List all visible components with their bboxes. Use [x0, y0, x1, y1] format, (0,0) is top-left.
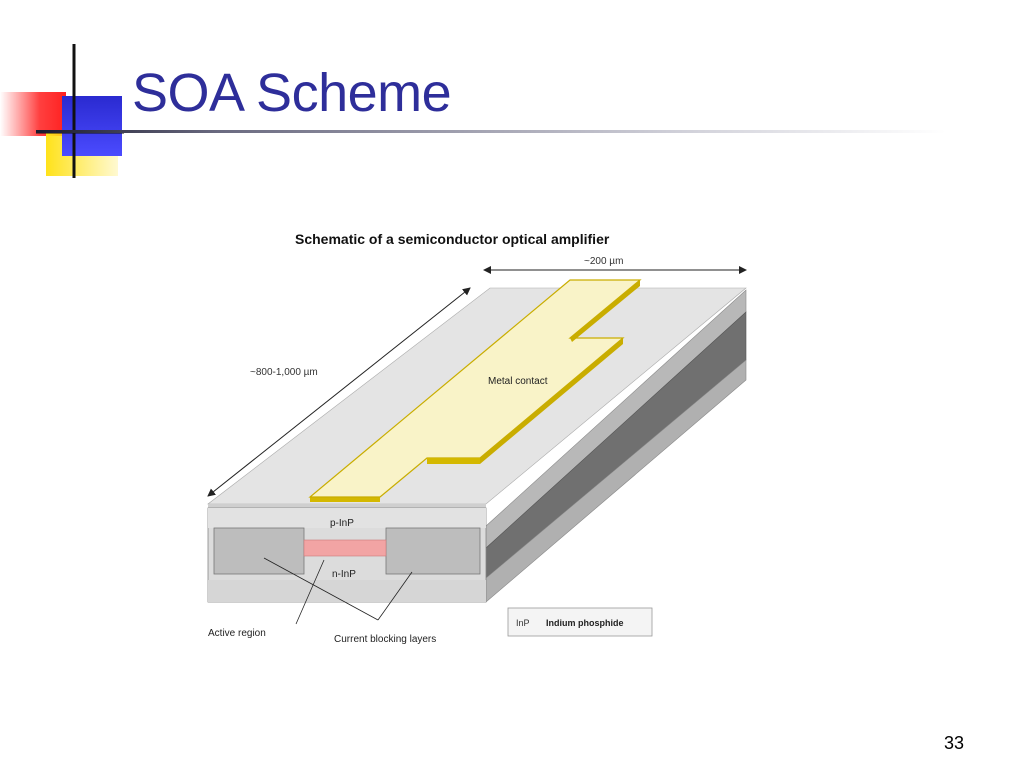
width-dimension-label: ~200 µm: [584, 256, 623, 267]
front-bottom-band: [208, 580, 486, 602]
legend-meaning: Indium phosphide: [546, 618, 624, 628]
figure-caption: Schematic of a semiconductor optical amp…: [295, 231, 610, 247]
blue-square: [62, 96, 122, 156]
blocking-layer-left: [213, 527, 305, 575]
red-square: [0, 92, 66, 136]
page-number: 33: [943, 733, 964, 753]
metal-contact-side-3: [570, 280, 640, 342]
n-inp-label: n-InP: [332, 569, 356, 580]
metal-contact-edge: [310, 497, 380, 502]
active-region: [303, 539, 387, 557]
top-face-edge: [208, 504, 486, 508]
length-dimension-label: ~800-1,000 µm: [250, 367, 318, 378]
active-region-leader: [295, 559, 325, 625]
front-top-band: [208, 508, 486, 528]
blocking-layers-label: Current blocking layers: [334, 634, 436, 645]
title-underline: [36, 130, 946, 133]
legend-abbr: InP: [516, 618, 530, 628]
legend-box: [507, 607, 653, 637]
p-inp-label: p-InP: [330, 518, 354, 529]
metal-contact-side-2: [480, 338, 623, 464]
blocking-leader-left: [263, 557, 379, 621]
metal-contact-side-1: [427, 458, 480, 464]
blocking-leader-right: [377, 571, 413, 621]
length-arrow: [207, 287, 471, 497]
soa-schematic: Schematic of a semiconductor optical amp…: [207, 231, 747, 645]
slide-title: SOA Scheme: [132, 63, 452, 123]
active-region-label: Active region: [208, 628, 266, 639]
metal-contact-label: Metal contact: [488, 376, 548, 387]
blocking-layer-right: [385, 527, 481, 575]
